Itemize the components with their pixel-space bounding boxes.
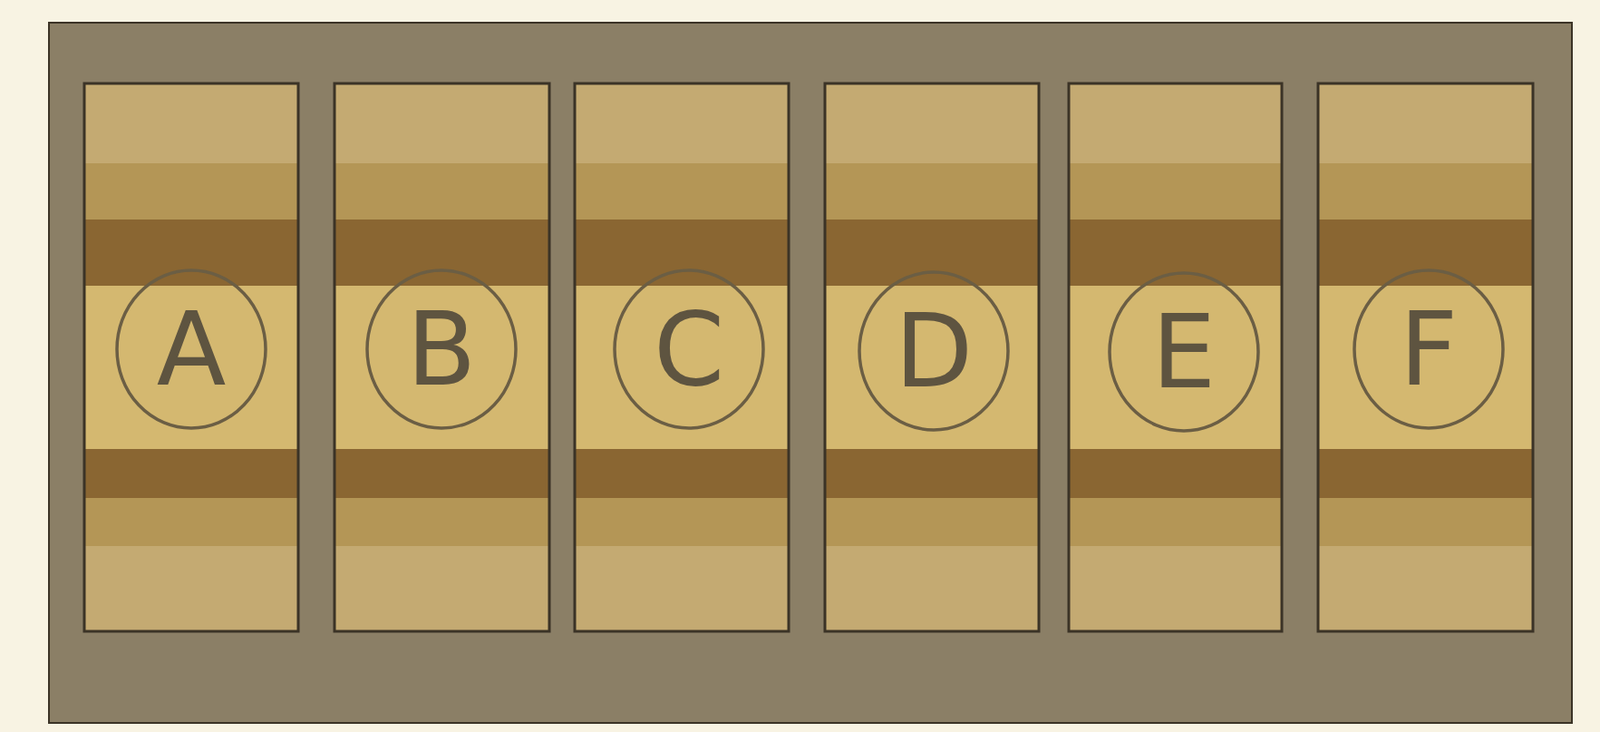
strata-panel: [824, 83, 1039, 631]
circled-label: A: [115, 268, 268, 430]
circle-outline: [859, 271, 1009, 430]
rock-layer: [574, 163, 789, 220]
panel-border: [824, 83, 1039, 631]
circle-outline: [1354, 270, 1504, 428]
rock-layer: [334, 83, 550, 164]
rock-layer: [334, 497, 550, 546]
rock-layer: [1318, 163, 1533, 220]
rock-layer: [334, 545, 550, 631]
strata-panel: [334, 83, 550, 631]
rock-layer: [1068, 285, 1282, 449]
circle-outline: [614, 270, 764, 428]
rock-layer: [1318, 219, 1533, 286]
rock-layer: [84, 163, 299, 220]
circle-outline: [116, 270, 266, 428]
rock-layer: [334, 285, 550, 449]
rock-layer: [1318, 545, 1533, 631]
strata-panel: [1068, 83, 1282, 631]
rock-layer: [84, 285, 299, 449]
panel-letter: D: [894, 300, 973, 402]
rock-layer: [1068, 83, 1282, 164]
panel-letter: A: [156, 298, 227, 400]
rock-layer: [574, 285, 789, 449]
rock-layer: [334, 163, 550, 220]
panel-letter: F: [1399, 298, 1458, 400]
rock-layer: [84, 219, 299, 286]
rock-layer: [1318, 448, 1533, 498]
panel-letter: C: [653, 298, 725, 400]
circled-label: B: [365, 268, 518, 430]
rock-layer: [574, 83, 789, 164]
circled-label: F: [1352, 268, 1505, 430]
rock-layer: [1068, 497, 1282, 546]
rock-layer: [1068, 545, 1282, 631]
rock-layer: [1068, 163, 1282, 220]
rock-layer: [1318, 83, 1533, 164]
rock-layer: [84, 497, 299, 546]
rock-layer: [574, 497, 789, 546]
rock-layer: [574, 448, 789, 498]
rock-layer: [1068, 219, 1282, 286]
rock-layer: [334, 448, 550, 498]
circled-label: C: [612, 268, 766, 430]
rock-layer: [824, 545, 1039, 631]
circled-label: D: [857, 270, 1010, 432]
panel-letter: B: [407, 298, 477, 400]
panel-letter: E: [1152, 300, 1217, 403]
rock-layer: [1318, 497, 1533, 546]
rock-layer: [574, 545, 789, 631]
frame: [48, 22, 1572, 723]
rock-layer: [84, 545, 299, 631]
panel-border: [574, 83, 789, 631]
rock-layer: [824, 83, 1039, 164]
rock-layer: [824, 497, 1039, 546]
rock-layer: [334, 219, 550, 286]
rock-layer: [84, 448, 299, 498]
rock-layer: [824, 448, 1039, 498]
rock-layer: [574, 219, 789, 286]
panel-border: [1318, 83, 1533, 631]
strata-panel: [574, 83, 789, 631]
circle-outline: [1109, 272, 1259, 431]
rock-layer: [1068, 448, 1282, 498]
rock-layer: [824, 163, 1039, 220]
rock-layer: [84, 83, 299, 164]
panel-border: [84, 83, 299, 631]
strata-panel: [84, 83, 299, 631]
circled-label: E: [1107, 271, 1261, 433]
strata-panel: [1318, 83, 1533, 631]
panel-border: [1068, 83, 1282, 631]
circle-outline: [367, 270, 516, 428]
panel-border: [334, 83, 550, 631]
rock-layer: [824, 219, 1039, 286]
